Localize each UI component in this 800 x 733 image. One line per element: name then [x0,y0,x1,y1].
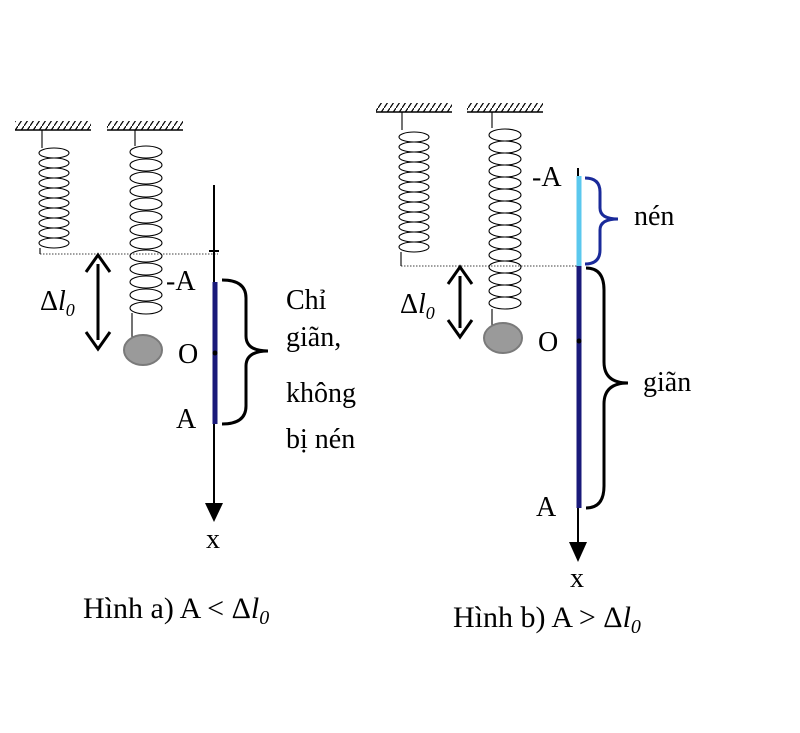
delta-l0-label-b: Δl0 [400,289,435,323]
x-axis-arrowhead-b [569,542,587,562]
spring-unstretched-b [398,112,430,266]
annotation-line-3: không [286,378,356,409]
ceiling-support-left [15,121,91,131]
annotation-line-4: bị nén [286,424,355,455]
spring-stretched-b [488,112,522,326]
figure-a: Δl0 -A O A x Chỉ giãn, không bị nén Hình… [15,121,356,629]
delta-l0-arrow [84,252,112,352]
axis-label-x-a: x [206,524,220,555]
brace-stretched [585,266,629,510]
brace-a [221,278,269,426]
tick-label-minus-a: -A [166,266,196,297]
axis-label-x-b: x [570,563,584,594]
label-stretched: giãn [643,367,691,398]
tick-label-o-b: O [538,327,558,358]
ceiling-support-right [107,121,183,131]
mass-ball-b [483,322,523,354]
ceiling-support-right-b [467,103,543,113]
caption-b: Hình b) A > Δl0 [453,601,641,638]
figure-b: Δl0 -A O A x nén giãn Hình b) A > Δl0 [376,103,691,638]
annotation-line-1: Chỉ [286,285,327,316]
tick-point-o-b [576,338,582,344]
caption-a: Hình a) A < Δl0 [83,592,269,629]
tick-point-o-a [212,350,218,356]
annotation-line-2: giãn, [286,322,341,353]
mass-ball [123,334,163,366]
tick-label-a-b: A [536,492,557,523]
spring-stretched [129,130,163,340]
spring-unstretched [38,130,70,254]
brace-compressed [584,176,619,266]
tick-label-o-a: O [178,339,198,370]
ceiling-support-left-b [376,103,452,113]
x-axis-arrowhead-a [205,503,223,522]
label-compressed: nén [634,201,674,232]
tick-label-a-a: A [176,404,197,435]
tick-label-minus-a-b: -A [532,162,562,193]
delta-l0-label: Δl0 [40,286,75,320]
delta-l0-arrow-b [446,264,474,340]
